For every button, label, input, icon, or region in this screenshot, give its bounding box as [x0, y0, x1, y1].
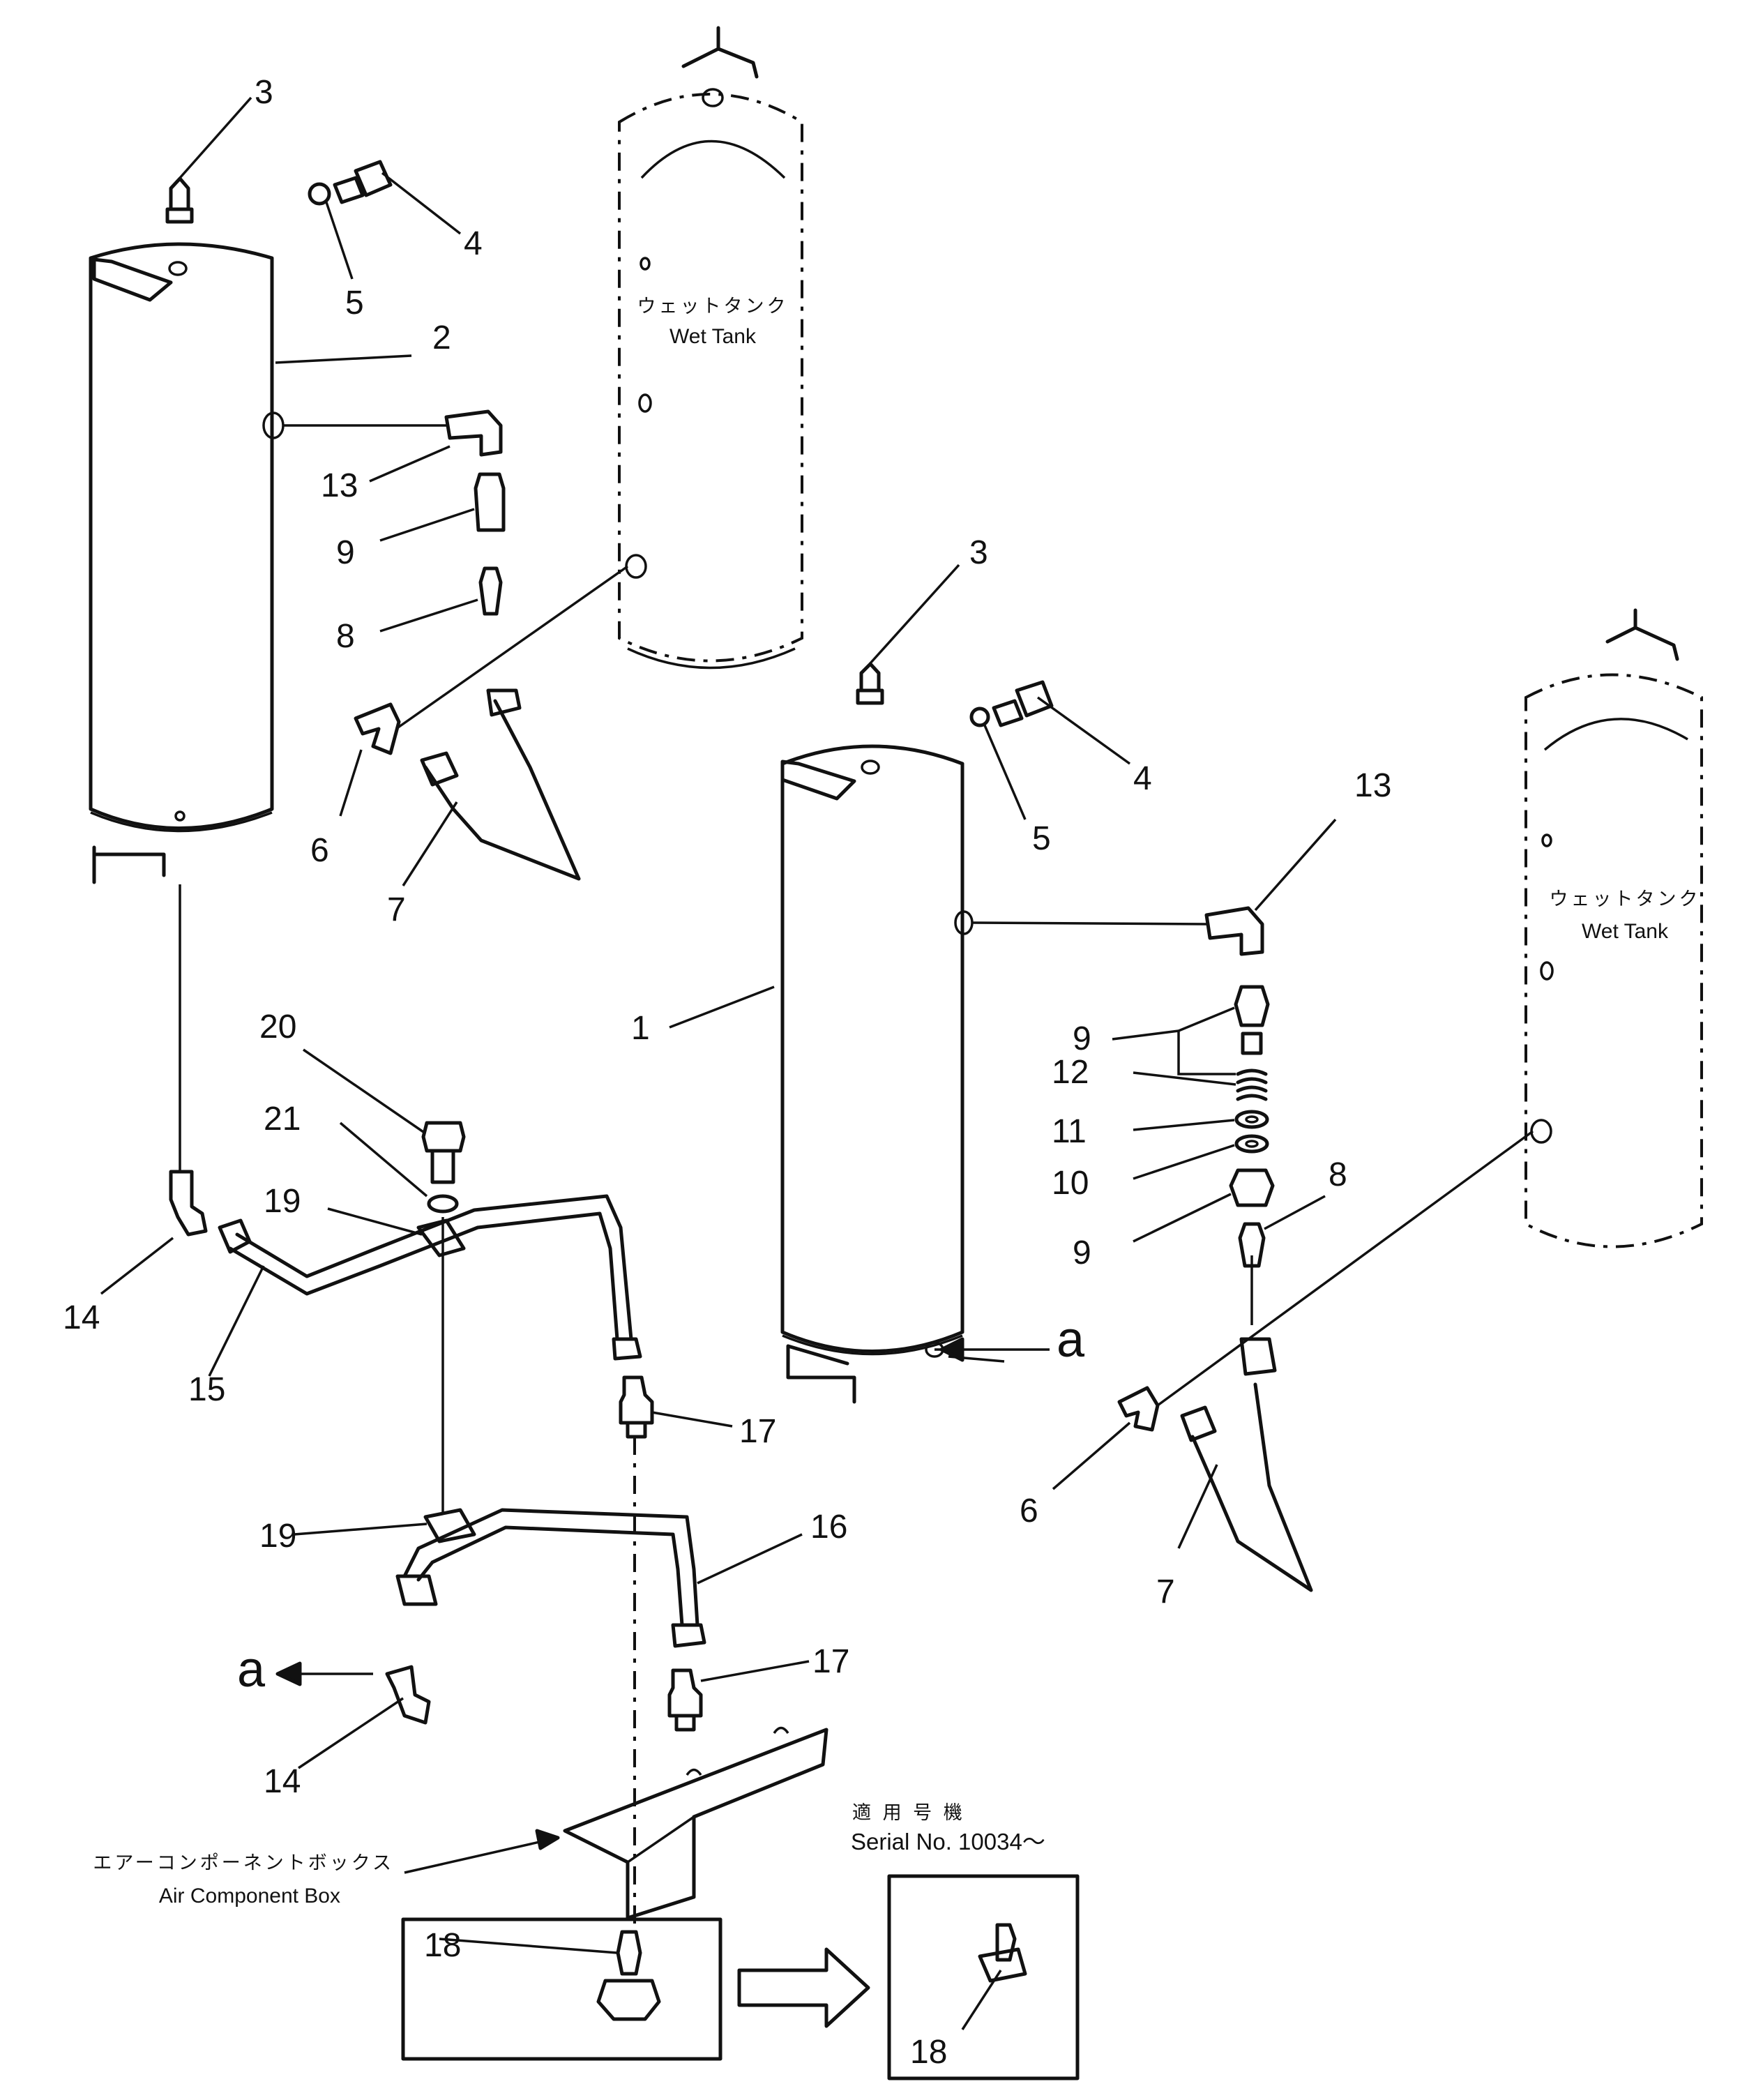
callout-13-left: 13: [321, 467, 358, 504]
wet-tank-center: ウェットタンク Wet Tank: [618, 26, 803, 670]
connector-a-left: a: [237, 1642, 266, 1698]
fitting-17-bottom: [667, 1668, 703, 1732]
callout-2: 2: [432, 319, 451, 356]
callout-6-left: 6: [310, 832, 329, 869]
callout-4-right: 4: [1133, 760, 1152, 797]
callout-18-left: 18: [424, 1927, 461, 1964]
bolt-20: [421, 1121, 466, 1184]
spring-12: [1236, 1068, 1268, 1101]
callout-7-right: 7: [1156, 1573, 1175, 1610]
callout-11: 11: [1052, 1113, 1087, 1150]
serial-note-jp: 適 用 号 機: [852, 1802, 965, 1824]
callout-9-left: 9: [336, 534, 355, 571]
wet-tank-label-jp: ウェットタンク: [637, 296, 789, 317]
elbow-14-top: [169, 1170, 208, 1237]
callout-5-right: 5: [1032, 820, 1051, 857]
washer-5-right: [969, 707, 990, 727]
plug-4-right: [992, 680, 1054, 727]
valve-9-right-top: [1234, 985, 1270, 1027]
drain-valve-18-new: [978, 1923, 1027, 1983]
valve-3-left: [165, 176, 194, 224]
wet-tank-right-label-en: Wet Tank: [1582, 920, 1669, 943]
air-tank-right: [780, 744, 974, 1404]
washer-5-left: [308, 182, 331, 206]
wet-tank-right: ウェットタンク Wet Tank: [1524, 608, 1703, 1248]
callout-21: 21: [264, 1101, 301, 1138]
hose-7-left: [420, 688, 581, 881]
callout-14-top: 14: [63, 1299, 100, 1336]
plug-4-left: [333, 160, 393, 204]
callout-12: 12: [1052, 1054, 1089, 1091]
clamp-19-bottom: [423, 1508, 476, 1543]
callout-9-right-top: 9: [1073, 1020, 1091, 1057]
elbow-13-left: [444, 409, 503, 457]
tube-16: [395, 1508, 706, 1648]
connector-a-right: a: [1057, 1312, 1085, 1368]
callout-6-right: 6: [1020, 1493, 1038, 1529]
fitting-17-top: [619, 1375, 654, 1439]
washer-11: [1234, 1110, 1269, 1129]
wet-tank-label-en: Wet Tank: [669, 325, 757, 348]
callout-19-bottom: 19: [259, 1518, 296, 1555]
wet-tank-right-label-jp: ウェットタンク: [1550, 889, 1701, 910]
serial-note-en: Serial No. 10034～: [851, 1829, 1045, 1855]
callout-8-right: 8: [1329, 1156, 1347, 1193]
elbow-6-right: [1117, 1386, 1160, 1432]
callout-20: 20: [259, 1009, 296, 1045]
elbow-6-left: [354, 702, 401, 755]
valve-9-right-bottom: [1229, 1168, 1275, 1207]
callout-13-right: 13: [1354, 767, 1391, 804]
seat-right: [1241, 1032, 1263, 1055]
washer-10: [1234, 1134, 1269, 1154]
fitting-8-right: [1238, 1222, 1266, 1268]
text-labels: エアーコンポーネントボックス Air Component Box 適 用 号 機…: [93, 1802, 1045, 1908]
hose-7-right: [1180, 1337, 1313, 1592]
washer-21: [427, 1194, 459, 1214]
callout-3-right: 3: [969, 534, 988, 571]
callout-4-left: 4: [464, 225, 483, 262]
air-component-box: [563, 1726, 828, 1920]
fitting-8-left: [478, 566, 503, 616]
clamp-19-top: [416, 1218, 466, 1257]
callout-16: 16: [810, 1509, 847, 1546]
callout-10: 10: [1052, 1165, 1089, 1202]
callout-14-bottom: 14: [264, 1763, 301, 1800]
callout-labels: 3 4 5 2 13 9 8 6 7 3 4 5 13 1 9 12 11 10…: [63, 74, 1391, 2071]
drain-box-right: [887, 1874, 1080, 2080]
drain-valve-18: [596, 1930, 661, 2021]
callout-18-right: 18: [910, 2034, 947, 2071]
leader-lines: [100, 96, 1534, 2030]
valve-3-right: [856, 662, 884, 705]
callout-3-left: 3: [255, 74, 273, 111]
arrow-to-new-version: [737, 1947, 870, 2028]
drain-box-left: [401, 1917, 722, 2061]
callout-15: 15: [188, 1371, 225, 1408]
tube-15: [218, 1194, 642, 1361]
callout-5-left: 5: [345, 285, 364, 322]
callout-17-bottom: 17: [812, 1643, 849, 1680]
callout-19-top: 19: [264, 1183, 301, 1220]
air-box-label-jp: エアーコンポーネントボックス: [93, 1852, 394, 1874]
valve-9-left: [474, 472, 506, 532]
elbow-13-right: [1204, 906, 1264, 956]
callout-1: 1: [631, 1010, 650, 1047]
air-tank-left: [89, 242, 285, 884]
air-box-label-en: Air Component Box: [159, 1884, 340, 1908]
callout-7-left: 7: [387, 891, 406, 928]
callout-17-top: 17: [739, 1413, 776, 1450]
callout-9-right-bottom: 9: [1073, 1234, 1091, 1271]
callout-8-left: 8: [336, 618, 355, 655]
elbow-14-bottom: [385, 1665, 431, 1725]
